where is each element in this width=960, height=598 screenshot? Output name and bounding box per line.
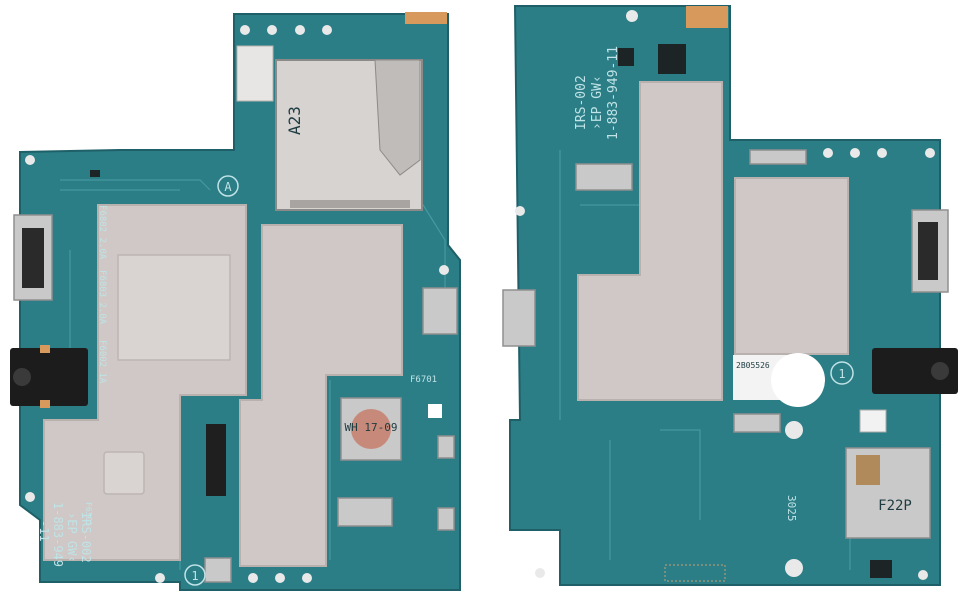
right-rf-shield-secondary — [734, 177, 849, 355]
right-silkscreen-variant: ›EP GW‹ — [590, 75, 605, 130]
left-small-pad — [428, 404, 442, 418]
right-chip-a — [658, 44, 686, 74]
left-fuse-label-4: F6701 — [410, 375, 437, 385]
right-ribbon-connector-b — [749, 149, 807, 165]
right-rf-shield-main — [577, 81, 723, 401]
right-usb-port — [502, 289, 536, 347]
left-fuse-label-1: F6802 2.0A — [97, 205, 107, 260]
component-marking: WH 17-09 — [345, 421, 398, 434]
left-flex-connector — [206, 424, 226, 496]
right-sticker: 2B05526 — [733, 353, 825, 407]
right-card-reader: F22P — [845, 447, 931, 539]
left-button-a — [437, 435, 455, 459]
right-chip-b — [618, 48, 634, 66]
right-silkscreen-model: IRS-002 — [574, 75, 589, 130]
right-copper-pad — [686, 6, 728, 28]
left-ribbon-connector — [337, 497, 393, 527]
memory-card-slot: A23 — [275, 59, 423, 211]
card-slot-marking: A23 — [285, 106, 304, 135]
right-white-connector — [859, 409, 887, 433]
left-silkscreen-variant: ›EP GW‹ — [65, 512, 79, 563]
left-rf-shield-secondary — [239, 224, 403, 567]
left-smd-chip — [90, 170, 100, 177]
left-silkscreen-model: IRS-002 — [79, 512, 93, 563]
card-reader-marking: F22P — [878, 498, 912, 514]
right-hatched-pad — [664, 564, 726, 582]
right-ribbon-connector-c — [733, 413, 781, 433]
left-rf-shield-main — [43, 204, 247, 561]
left-usb-port — [422, 287, 458, 335]
left-silkscreen-rev: -11 — [37, 520, 51, 542]
left-motherboard: A23 WH 17-09 — [10, 12, 461, 591]
right-silkscreen-part: 1-883-949-11 — [606, 46, 621, 140]
left-fuse-label-2: F6803 2.0A — [97, 270, 107, 325]
right-misc-marking: 3025 — [785, 495, 798, 522]
left-silkscreen-part: 1-883-949 — [51, 502, 65, 567]
right-marker-circle — [830, 361, 854, 385]
right-ribbon-connector-a — [575, 163, 633, 191]
right-sticker-code: 2B05526 — [736, 361, 770, 370]
left-fuse-label-5: F6301 — [84, 502, 93, 526]
right-audio-jack — [872, 348, 958, 394]
left-marker-bottom-text: 1 — [191, 569, 198, 583]
white-label — [236, 45, 274, 102]
left-marker-circle-top — [217, 175, 239, 197]
left-wh-component: WH 17-09 — [340, 397, 402, 461]
left-audio-jack — [10, 345, 88, 408]
right-video-port-opening — [918, 222, 938, 280]
left-button-b — [437, 507, 455, 531]
right-marker-text: 1 — [838, 367, 845, 381]
right-motherboard: F22P 2B05526 1 IRS-002 ›EP GW‹ 1-883-949… — [502, 5, 958, 586]
left-marker-top-text: A — [224, 180, 232, 194]
copper-pad — [405, 12, 447, 24]
right-chip-c — [870, 560, 892, 578]
left-fuse-label-3: F6002 1A — [97, 340, 107, 384]
right-mounting-holes — [515, 10, 935, 580]
left-video-port — [13, 214, 53, 301]
left-marker-circle-bottom — [184, 564, 206, 586]
left-bottom-switch — [204, 557, 232, 583]
